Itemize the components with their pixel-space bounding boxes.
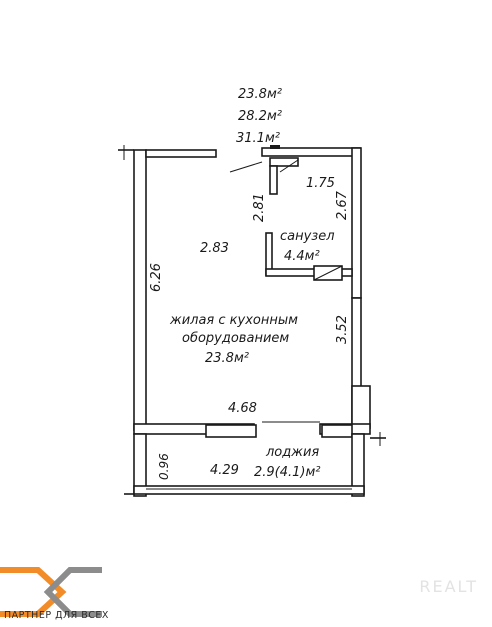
bath-partition-top [269, 157, 299, 167]
loggia-area: 2.9(4.1)м² [254, 465, 321, 480]
top-wall-right [261, 147, 361, 157]
right-wall-upper [351, 147, 362, 299]
dim-2-81: 2.81 [252, 193, 267, 222]
loggia-name: лоджия [265, 445, 319, 460]
brand-logo [0, 567, 102, 617]
loggia-window-left [205, 424, 257, 438]
dim-4-29: 4.29 [210, 463, 239, 478]
living-room-label-1: жилая с кухонным [169, 313, 298, 328]
bath-door-diag [313, 265, 343, 281]
dim-4-68: 4.68 [228, 401, 257, 416]
living-room-area: 23.8м² [205, 351, 249, 366]
loggia-left-wall [133, 433, 147, 497]
top-wall-left [145, 149, 217, 158]
dim-1-75: 1.75 [306, 176, 335, 191]
logo-text: ПАРТНЕР ДЛЯ ВСЕХ [4, 610, 109, 621]
logo-gray-stroke [43, 567, 102, 617]
vent-mark [270, 145, 280, 149]
left-wall [133, 149, 147, 431]
loggia-bottom-wall [133, 485, 365, 495]
dim-3-52: 3.52 [335, 315, 350, 344]
logo-orange-stroke [0, 567, 67, 617]
area-total-3: 31.1м² [236, 131, 280, 146]
dim-2-83: 2.83 [200, 241, 229, 256]
bathroom-area: 4.4м² [284, 249, 320, 264]
living-room-label-2: оборудованием [182, 331, 289, 346]
bathroom-name: санузел [280, 229, 335, 244]
loggia-right-wall [351, 433, 365, 497]
dim-6-26: 6.26 [149, 263, 164, 292]
right-wall-pier [351, 385, 371, 429]
bath-partition-lower-horiz [265, 268, 353, 277]
area-total-2: 28.2м² [238, 109, 282, 124]
floor-plan: 23.8м² 28.2м² 31.1м² 1.75 2.81 2.67 2.83… [118, 87, 386, 497]
watermark: REALT [419, 577, 478, 596]
dim-2-67: 2.67 [335, 190, 350, 220]
entry-door-swing [229, 161, 263, 173]
loggia-window-right [321, 424, 353, 438]
bath-door-line [279, 159, 299, 173]
area-total-1: 23.8м² [238, 87, 282, 102]
dim-0-96: 0.96 [157, 453, 171, 480]
bath-partition-vert [269, 165, 278, 195]
